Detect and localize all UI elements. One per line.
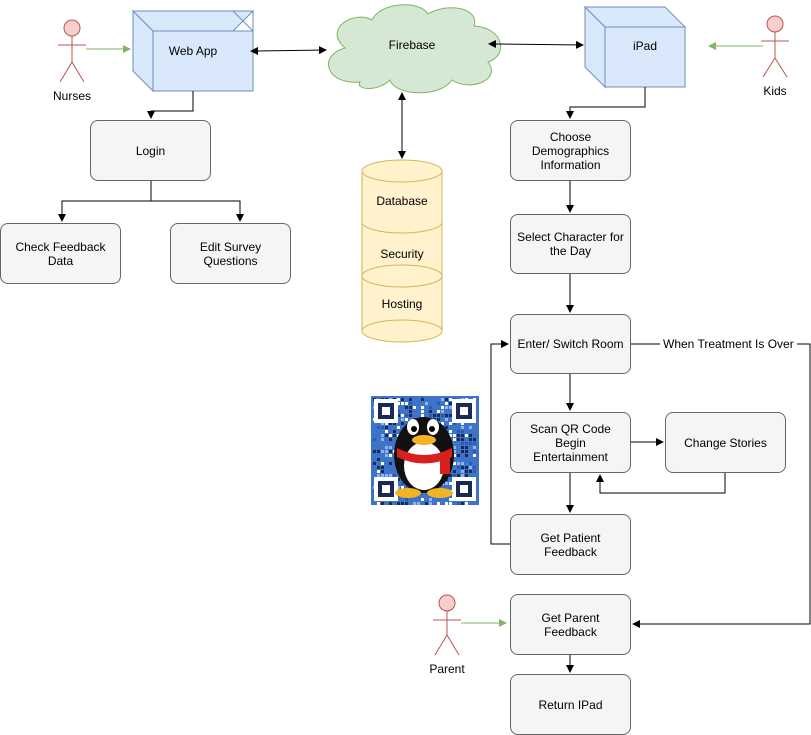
- stories-to-scan-arrow: [596, 473, 726, 494]
- parent-label: Parent: [429, 662, 465, 676]
- select-character-box: Select Character for the Day: [510, 214, 631, 274]
- storage-cylinder: [361, 159, 443, 343]
- enter-room-box: Enter/ Switch Room: [510, 314, 631, 374]
- ipad-cube: [583, 5, 687, 89]
- login-to-edit-arrow: [151, 200, 244, 222]
- security-label: Security: [380, 247, 424, 261]
- get-parent-feedback-box: Get Parent Feedback: [510, 594, 631, 655]
- edit-survey-box: Edit Survey Questions: [170, 223, 291, 284]
- choose-demographics-box: Choose Demographics Information: [510, 120, 631, 181]
- login-box: Login: [90, 120, 211, 181]
- kids-label: Kids: [763, 84, 787, 98]
- firebase-cloud: [328, 4, 502, 94]
- parent-actor: [433, 594, 461, 656]
- firebase-label: Firebase: [388, 38, 436, 52]
- scan-qr-box: Scan QR Code Begin Entertainment: [510, 412, 631, 473]
- kids-actor: [761, 15, 789, 78]
- ipad-to-demographics-arrow: [566, 87, 646, 119]
- nurses-actor: [58, 19, 86, 83]
- ipad-label: iPad: [632, 39, 658, 53]
- login-to-check-arrow: [58, 181, 152, 222]
- patient-feedback-to-room-arrow: [490, 340, 510, 545]
- treatment-over-arrow: [631, 343, 811, 628]
- qr-code-image: [371, 396, 479, 505]
- web-app-label: Web App: [168, 44, 218, 58]
- nurses-label: Nurses: [52, 89, 91, 103]
- webapp-firebase-arrow: [250, 46, 327, 55]
- return-ipad-box: Return IPad: [510, 674, 631, 735]
- check-feedback-box: Check Feedback Data: [0, 223, 121, 284]
- change-stories-box: Change Stories: [665, 412, 786, 473]
- web-app-cube: [131, 9, 255, 93]
- database-label: Database: [376, 194, 428, 208]
- treatment-over-label: When Treatment Is Over: [660, 337, 797, 351]
- firebase-ipad-arrow: [488, 40, 584, 49]
- get-patient-feedback-box: Get Patient Feedback: [510, 514, 631, 575]
- webapp-to-login-arrow: [147, 91, 194, 119]
- hosting-label: Hosting: [381, 297, 423, 311]
